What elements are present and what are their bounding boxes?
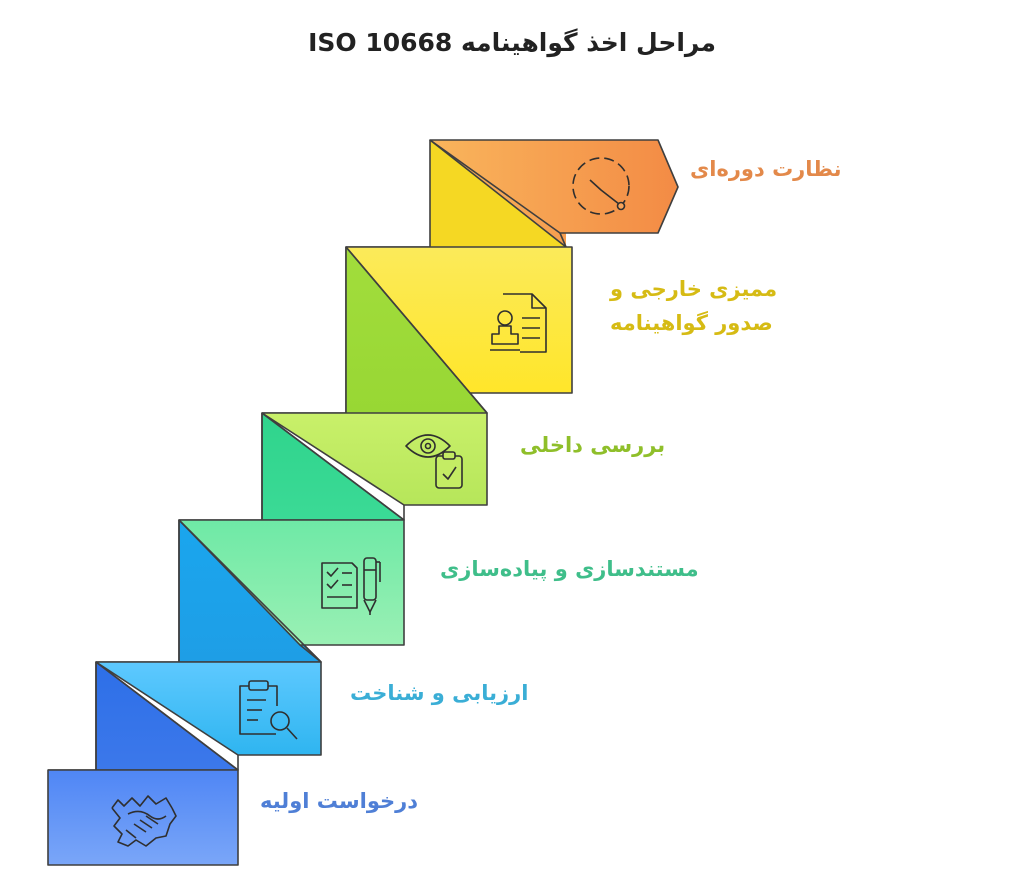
step-label-line: بررسی داخلی (520, 433, 666, 457)
step-2-label: ارزیابی و شناخت (350, 676, 578, 710)
step-label-line: ممیزی خارجی و (610, 277, 778, 301)
diagram-title: مراحل اخذ گواهینامه ISO 10668 (308, 28, 716, 57)
step-6-block (346, 139, 679, 248)
step-4-label: بررسی داخلی (520, 428, 710, 462)
step-label-line: نظارت دوره‌ای (690, 157, 842, 181)
certificate-stamp-icon (490, 293, 547, 353)
step-2-block (48, 661, 322, 771)
step-label-line: ارزیابی و شناخت (350, 681, 529, 705)
step-5-block (262, 246, 573, 414)
checklist-pen-icon (321, 557, 381, 615)
step-3-label: مستندسازی و پیاده‌سازی (440, 552, 740, 586)
clipboard-search-icon (239, 680, 298, 740)
step-1-block (47, 769, 239, 866)
step-4-block (179, 412, 488, 521)
clock-icon (572, 157, 630, 215)
step-label-line: مستندسازی و پیاده‌سازی (440, 557, 699, 581)
step-label-line: درخواست اولیه (260, 789, 419, 813)
step-6-label: نظارت دوره‌ای (690, 152, 890, 186)
handshake-icon (111, 795, 177, 847)
step-1-label: درخواست اولیه (260, 784, 480, 818)
eye-clipboard-icon (405, 434, 463, 489)
step-3-block (96, 519, 405, 663)
step-label-line: صدور گواهینامه (610, 311, 773, 335)
step-5-label: ممیزی خارجی و صدور گواهینامه (610, 272, 820, 340)
